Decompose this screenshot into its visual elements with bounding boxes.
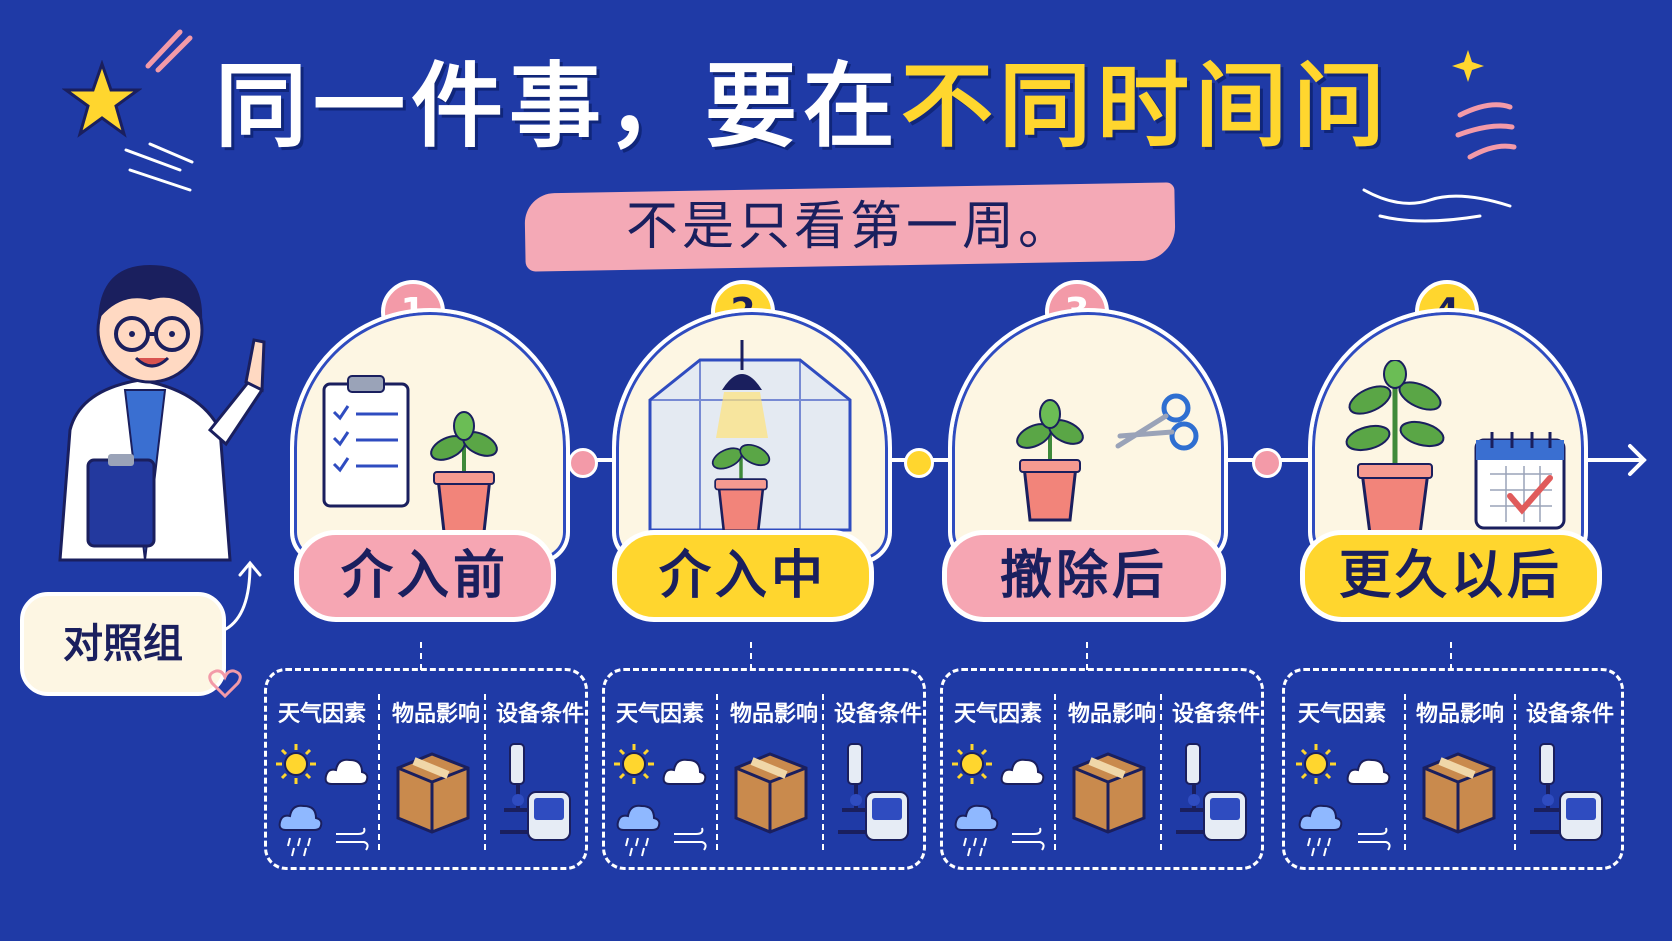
connector [750, 642, 752, 670]
cloud-icon [324, 758, 369, 785]
rain-cloud-icon [1298, 804, 1343, 857]
divider [1054, 694, 1056, 850]
microscope-icon [838, 743, 874, 834]
factor-weather-label: 天气因素 [616, 702, 705, 727]
divider [1160, 694, 1162, 850]
divider [1514, 694, 1516, 850]
sun-icon [1296, 744, 1336, 784]
scissors-icon [1115, 393, 1199, 451]
factor-items-label: 物品影响 [730, 702, 819, 727]
factor-equipment-label: 设备条件 [834, 702, 923, 727]
arrow-right-icon [1612, 444, 1647, 476]
divider [1404, 694, 1406, 850]
cardboard-box-icon [396, 752, 470, 834]
stage-3-label: 撤除后 [942, 530, 1226, 622]
monitor-device-icon [527, 791, 571, 841]
sun-icon [276, 744, 316, 784]
factor-weather-label: 天气因素 [1298, 702, 1387, 727]
timeline-dot [568, 448, 598, 478]
page-title: 同一件事，要在不同时间问 [215, 53, 1392, 160]
clipboard-icon [322, 375, 410, 508]
stage-2-label: 介入中 [612, 530, 874, 622]
stage-4-factors-box [1282, 668, 1624, 870]
stage-2-factors-box [602, 668, 926, 870]
motion-lines-icon [124, 142, 194, 192]
timeline-dot [904, 448, 934, 478]
subtitle: 不是只看第一周。 [625, 197, 1074, 257]
connector [1450, 642, 1452, 670]
stage-3-factors-box [940, 668, 1264, 870]
scientist-character [58, 265, 266, 562]
sun-icon [952, 744, 992, 784]
stage-1-factors-box [264, 668, 588, 870]
cardboard-box-icon [734, 752, 808, 834]
factor-equipment-label: 设备条件 [1526, 702, 1615, 727]
monitor-device-icon [865, 791, 909, 841]
divider [716, 694, 718, 850]
wind-icon [336, 827, 369, 851]
sun-icon [614, 744, 654, 784]
star-icon [62, 60, 142, 138]
stage-4-label: 更久以后 [1300, 530, 1602, 622]
factor-equipment-label: 设备条件 [496, 702, 585, 727]
plant-pot-icon [1016, 399, 1084, 522]
plant-pot-icon [711, 443, 771, 533]
timeline-dot [1252, 448, 1282, 478]
lamp-icon [716, 340, 768, 438]
divider [378, 694, 380, 850]
rain-cloud-icon [278, 804, 323, 857]
calendar-check-icon [1474, 432, 1566, 530]
wind-icon [1358, 827, 1391, 851]
monitor-device-icon [1203, 791, 1247, 841]
cloud-icon [662, 758, 707, 785]
heart-icon [208, 669, 242, 698]
factor-items-label: 物品影响 [1416, 702, 1505, 727]
zigzag-icon [1362, 188, 1512, 223]
microscope-icon [1530, 743, 1566, 834]
sparkle-icon [1452, 50, 1484, 82]
cardboard-box-icon [1072, 752, 1146, 834]
divider [822, 694, 824, 850]
factor-items-label: 物品影响 [392, 702, 481, 727]
connector [1086, 642, 1088, 670]
factor-equipment-label: 设备条件 [1172, 702, 1261, 727]
cloud-icon [1346, 758, 1391, 785]
wind-icon [674, 827, 707, 851]
control-group-badge [20, 592, 226, 696]
factor-weather-label: 天气因素 [278, 702, 367, 727]
stage-1-label: 介入前 [294, 530, 556, 622]
curved-arrow-icon [224, 560, 262, 631]
plant-pot-icon [430, 411, 498, 534]
title-highlight: 不同时间问 [901, 53, 1392, 160]
factor-weather-label: 天气因素 [954, 702, 1043, 727]
monitor-device-icon [1559, 791, 1603, 841]
rain-cloud-icon [954, 804, 999, 857]
pink-marks-icon [145, 29, 193, 73]
factor-items-label: 物品影响 [1068, 702, 1157, 727]
wind-icon [1012, 827, 1045, 851]
pink-marks-icon [1455, 102, 1517, 160]
divider [484, 694, 486, 850]
plant-pot-icon [1345, 360, 1445, 536]
connector [420, 642, 422, 670]
rain-cloud-icon [616, 804, 661, 857]
microscope-icon [500, 743, 536, 834]
cloud-icon [1000, 758, 1045, 785]
control-group-label: 对照组 [63, 621, 183, 667]
cardboard-box-icon [1422, 752, 1496, 834]
